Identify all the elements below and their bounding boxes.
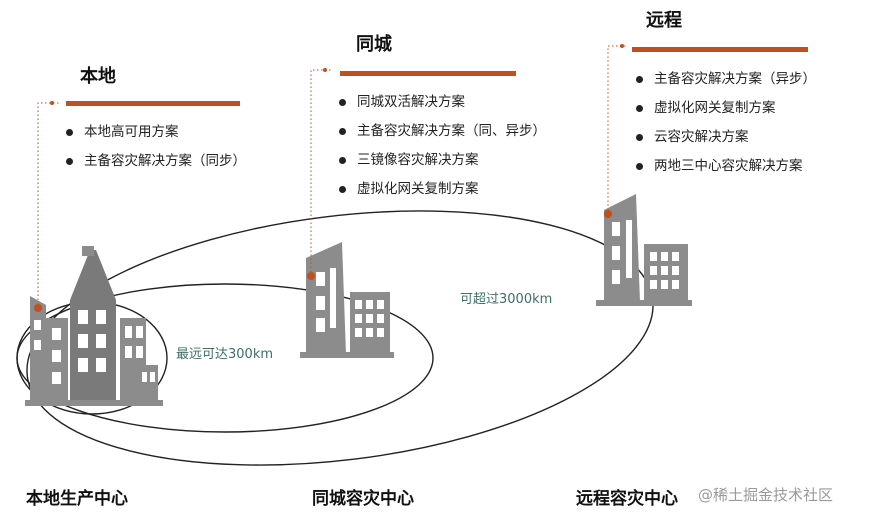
bullet-icon <box>339 99 346 106</box>
local-solution-list: 本地高可用方案 主备容灾解决方案（同步） <box>66 118 246 176</box>
local-title: 本地 <box>80 66 116 87</box>
center-label-remote: 远程容灾中心 <box>576 489 678 509</box>
list-item: 主备容灾解决方案（同、异步） <box>339 117 546 146</box>
bullet-icon <box>339 157 346 164</box>
callout-dot-same-city <box>307 272 315 280</box>
bullet-icon <box>636 163 643 170</box>
bullet-icon <box>636 76 643 83</box>
list-item: 同城双活解决方案 <box>339 88 546 117</box>
same-city-accent-bar <box>340 71 516 76</box>
list-item: 主备容灾解决方案（异步） <box>636 65 816 94</box>
bullet-icon <box>339 186 346 193</box>
distance-label-3000km: 可超过3000km <box>460 292 553 307</box>
list-item: 主备容灾解决方案（同步） <box>66 147 246 176</box>
same-city-title: 同城 <box>356 34 392 55</box>
bullet-icon <box>66 129 73 136</box>
local-buildings <box>25 246 163 406</box>
same-city-solution-list: 同城双活解决方案 主备容灾解决方案（同、异步） 三镜像容灾解决方案 虚拟化网关复… <box>339 88 546 204</box>
bullet-icon <box>636 105 643 112</box>
remote-buildings <box>596 194 692 306</box>
center-label-same-city: 同城容灾中心 <box>312 489 414 509</box>
distance-label-300km: 最远可达300km <box>176 347 274 362</box>
remote-accent-bar <box>632 47 808 52</box>
remote-solution-list: 主备容灾解决方案（异步） 虚拟化网关复制方案 云容灾解决方案 两地三中心容灾解决… <box>636 65 816 181</box>
callout-end-remote <box>620 44 624 48</box>
remote-title: 远程 <box>646 10 682 31</box>
list-item: 本地高可用方案 <box>66 118 246 147</box>
callout-end-same-city <box>323 68 327 72</box>
callout-dot-local <box>34 304 42 312</box>
bullet-icon <box>66 158 73 165</box>
callout-dots <box>34 44 624 312</box>
ellipse-outer <box>16 283 434 433</box>
center-label-local: 本地生产中心 <box>26 489 128 509</box>
list-item: 云容灾解决方案 <box>636 123 816 152</box>
bullet-icon <box>636 134 643 141</box>
same-city-buildings <box>300 242 394 358</box>
list-item: 三镜像容灾解决方案 <box>339 146 546 175</box>
list-item: 虚拟化网关复制方案 <box>339 175 546 204</box>
bullet-icon <box>339 128 346 135</box>
list-item: 虚拟化网关复制方案 <box>636 94 816 123</box>
callout-dot-remote <box>604 210 612 218</box>
watermark: @稀土掘金技术社区 <box>698 486 834 504</box>
callout-end-local <box>50 101 54 105</box>
list-item: 两地三中心容灾解决方案 <box>636 152 816 181</box>
local-accent-bar <box>66 101 240 106</box>
